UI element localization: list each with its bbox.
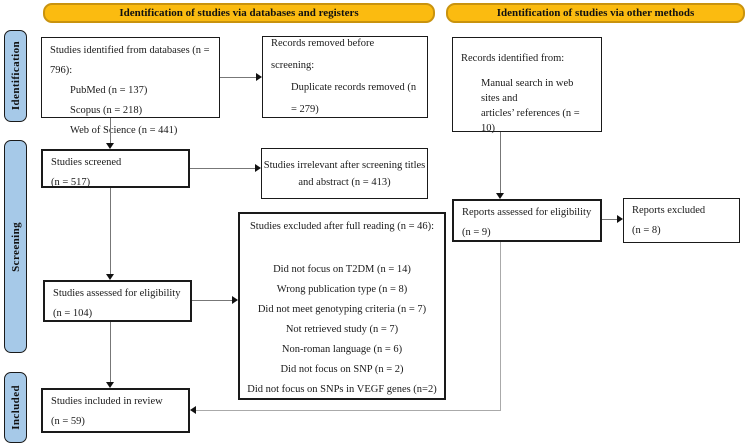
studies-identified-title: Studies identified from databases (n = 7… [50, 45, 210, 76]
box-records-removed: Records removed before screening: Duplic… [262, 36, 428, 118]
stage-screening: Screening [4, 140, 27, 353]
box-studies-irrelevant: Studies irrelevant after screening title… [261, 148, 428, 199]
studies-identified-scopus: Scopus (n = 218) [70, 105, 143, 116]
connector-reports-to-included-vertical [500, 242, 501, 410]
box-reports-excluded: Reports excluded (n = 8) [623, 198, 740, 243]
excluded-reason-genotyping: Did not meet genotyping criteria (n = 7) [257, 304, 427, 315]
excluded-reason-language: Non-roman language (n = 6) [281, 344, 403, 355]
excluded-reason-vegf: Did not focus on SNPs in VEGF genes (n=2… [247, 384, 437, 395]
box-records-other: Records identified from: Manual search i… [452, 37, 602, 134]
studies-included-label: Studies included in review [51, 396, 163, 407]
box-studies-identified: Studies identified from databases (n = 7… [41, 37, 220, 136]
studies-screened-count: (n = 517) [51, 177, 91, 188]
records-removed-title: Records removed before screening: [271, 38, 375, 71]
records-removed-duplicates: Duplicate records removed (n = 279) [291, 82, 417, 115]
connector-reports-assessed-to-excluded [602, 219, 618, 220]
header-other-methods-label: Identification of studies via other meth… [496, 7, 695, 19]
arrowhead-identified-to-screened [106, 143, 114, 149]
studies-screened-label: Studies screened [51, 157, 122, 168]
box-studies-included: Studies included in review (n = 59) [41, 388, 190, 433]
studies-irrelevant-line2: and abstract (n = 413) [298, 176, 391, 188]
connector-assessed-to-excluded [192, 300, 233, 301]
excluded-reason-not-retrieved: Not retrieved study (n = 7) [285, 324, 399, 335]
studies-included-count: (n = 59) [51, 416, 85, 427]
reports-assessed-count: (n = 9) [462, 227, 491, 238]
arrowhead-assessed-to-included [106, 382, 114, 388]
studies-identified-pubmed: PubMed (n = 137) [70, 85, 148, 96]
excluded-reason-snp: Did not focus on SNP (n = 2) [280, 364, 404, 375]
arrowhead-reports-assessed-to-excluded [617, 215, 623, 223]
excluded-full-title: Studies excluded after full reading (n =… [249, 221, 435, 232]
connector-screened-to-assessed [110, 188, 111, 275]
studies-identified-wos: Web of Science (n = 441) [70, 125, 178, 136]
stage-identification: Identification [4, 30, 27, 122]
box-excluded-full-reading: Studies excluded after full reading (n =… [238, 212, 446, 400]
connector-screened-to-irrelevant [190, 168, 256, 169]
reports-excluded-count: (n = 8) [632, 225, 661, 236]
connector-assessed-to-included [110, 322, 111, 383]
arrowhead-reports-to-included [190, 406, 196, 414]
stage-included-label: Included [9, 385, 22, 430]
arrowhead-screened-to-irrelevant [255, 164, 261, 172]
arrowhead-other-to-reports-assessed [496, 193, 504, 199]
studies-assessed-count: (n = 104) [53, 308, 93, 319]
connector-identified-to-screened [110, 118, 111, 144]
connector-identified-to-removed [220, 77, 257, 78]
box-studies-assessed: Studies assessed for eligibility (n = 10… [43, 280, 192, 322]
stage-identification-label: Identification [9, 41, 22, 111]
excluded-reason-t2dm: Did not focus on T2DM (n = 14) [273, 264, 411, 275]
header-databases-registers-label: Identification of studies via databases … [119, 7, 359, 19]
arrowhead-identified-to-removed [256, 73, 262, 81]
studies-assessed-label: Studies assessed for eligibility [53, 288, 181, 299]
stage-screening-label: Screening [9, 221, 22, 272]
studies-irrelevant-line1: Studies irrelevant after screening title… [263, 159, 426, 171]
excluded-reason-publication-type: Wrong publication type (n = 8) [276, 284, 408, 295]
connector-other-to-reports-assessed [500, 132, 501, 194]
header-other-methods: Identification of studies via other meth… [446, 3, 745, 23]
reports-excluded-label: Reports excluded [632, 205, 706, 216]
records-other-line1: Manual search in web sites and [481, 78, 574, 104]
connector-reports-to-included-horizontal [195, 410, 501, 411]
arrowhead-assessed-to-excluded [232, 296, 238, 304]
box-reports-assessed: Reports assessed for eligibility (n = 9) [452, 199, 602, 242]
reports-assessed-label: Reports assessed for eligibility [462, 207, 592, 218]
header-databases-registers: Identification of studies via databases … [43, 3, 435, 23]
box-studies-screened: Studies screened (n = 517) [41, 149, 190, 188]
stage-included: Included [4, 372, 27, 443]
arrowhead-screened-to-assessed [106, 274, 114, 280]
records-other-title: Records identified from: [461, 53, 565, 64]
records-other-line2: articles’ references (n = 10) [481, 108, 580, 134]
